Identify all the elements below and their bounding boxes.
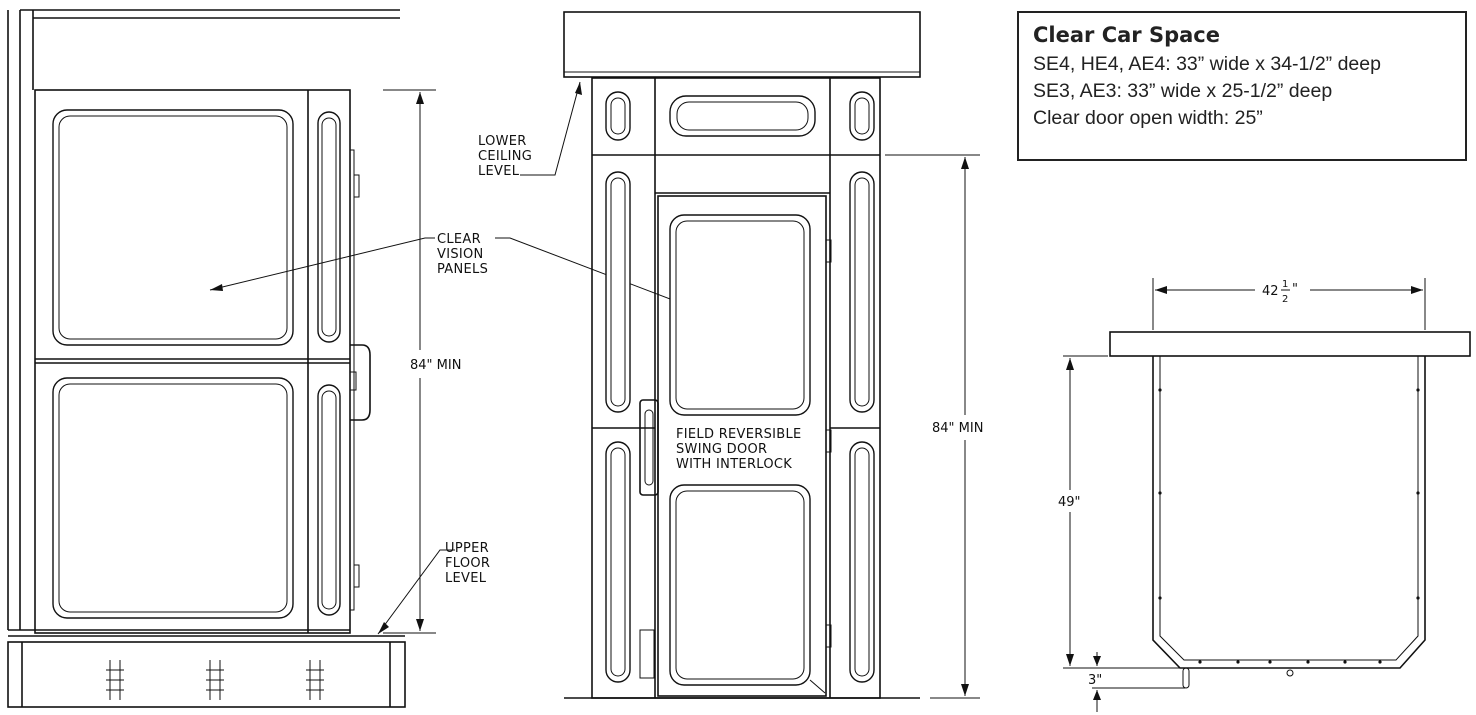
plan-car-outline xyxy=(1152,356,1426,669)
plan-width-unit: " xyxy=(1292,282,1298,297)
lower-ceiling-label-2: CEILING xyxy=(478,149,532,164)
side-elevation-view: 84" MIN UPPER FLOOR LEVEL xyxy=(7,9,490,708)
swing-door-label-3: WITH INTERLOCK xyxy=(676,457,792,472)
plan-depth-dimension: 49" xyxy=(1058,495,1081,510)
plan-width-fraction-num: 1 xyxy=(1282,279,1288,290)
plan-offset-dimension: 3" xyxy=(1088,673,1102,688)
clear-car-space-line-1: SE4, HE4, AE4: 33” wide x 34-1/2” deep xyxy=(1033,53,1381,75)
plan-width-fraction-den: 2 xyxy=(1282,294,1288,305)
plan-view: 42 1 2 " 49" 3" xyxy=(1058,278,1471,712)
clear-car-space-box: Clear Car Space SE4, HE4, AE4: 33” wide … xyxy=(1017,11,1467,161)
side-upper-vision-panel xyxy=(52,109,294,346)
side-lower-panel xyxy=(52,377,294,619)
clear-car-space-line-3: Clear door open width: 25” xyxy=(1033,107,1263,129)
clear-vision-label-2: VISION xyxy=(437,247,484,262)
clear-car-space-line-2: SE3, AE3: 33” wide x 25-1/2” deep xyxy=(1033,80,1333,102)
side-height-dimension: 84" MIN xyxy=(410,358,461,373)
front-height-dimension: 84" MIN xyxy=(932,421,983,436)
lower-ceiling-label-3: LEVEL xyxy=(478,164,520,179)
front-door-handle xyxy=(639,399,659,496)
clear-car-space-title: Clear Car Space xyxy=(1033,23,1220,47)
swing-door-label-2: SWING DOOR xyxy=(676,442,767,457)
upper-floor-label-3: LEVEL xyxy=(445,571,487,586)
upper-floor-label-1: UPPER xyxy=(445,541,489,556)
side-door-handle xyxy=(350,344,371,421)
plan-top-beam xyxy=(1109,331,1471,357)
lower-ceiling-label-1: LOWER xyxy=(478,134,527,149)
upper-floor-label-2: FLOOR xyxy=(445,556,490,571)
clear-vision-callout: CLEAR VISION PANELS xyxy=(209,232,721,319)
side-pit xyxy=(7,641,406,708)
front-ceiling xyxy=(563,11,921,78)
swing-door-label-1: FIELD REVERSIBLE xyxy=(676,427,802,442)
plan-width-dimension: 42 xyxy=(1262,284,1279,299)
clear-vision-label-3: PANELS xyxy=(437,262,488,277)
clear-vision-label-1: CLEAR xyxy=(437,232,481,247)
front-elevation-view: LOWER CEILING LEVEL FIELD REVERSIBLE SWI… xyxy=(478,11,983,699)
